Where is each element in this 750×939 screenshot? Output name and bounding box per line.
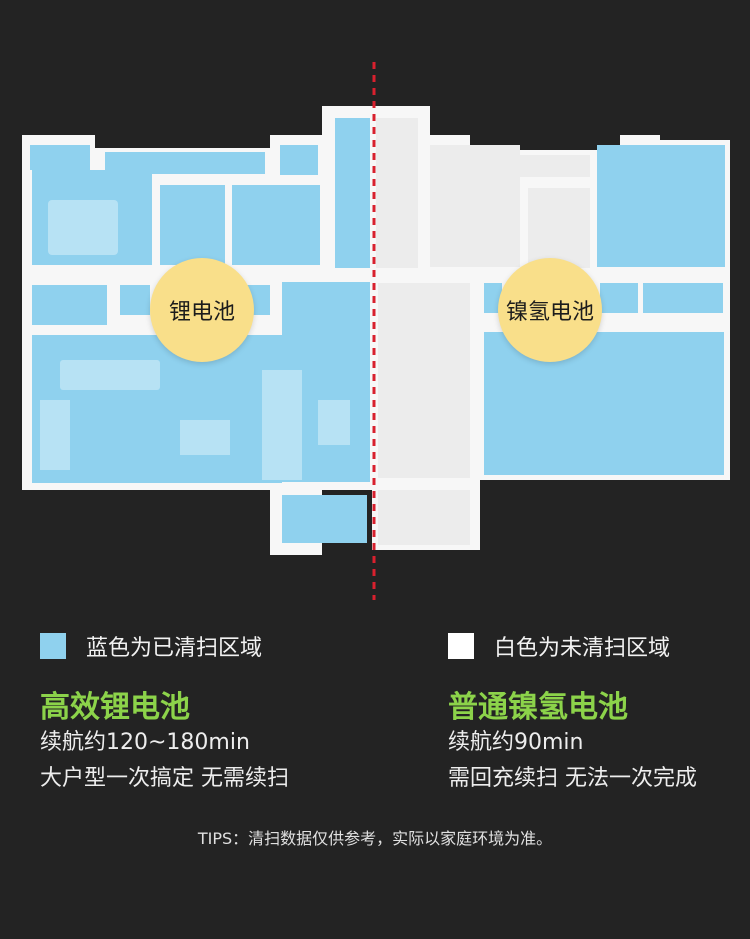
legend-cleaned-swatch: [40, 633, 66, 659]
nimh-battery-badge: 镍氢电池: [498, 258, 602, 362]
room-right-top: [597, 145, 725, 267]
dining-table: [318, 400, 350, 445]
legend-cleaned: 蓝色为已清扫区域: [40, 630, 262, 662]
sofa: [60, 360, 160, 390]
room-right-bath: [528, 188, 590, 268]
floor-plan-svg: [22, 62, 730, 600]
room-right-bottom: [378, 490, 470, 545]
counter: [262, 370, 302, 480]
room-balcony: [282, 495, 367, 543]
room-living: [32, 335, 282, 483]
room-right-closet-3: [643, 283, 723, 313]
uncleaned-rooms: [376, 118, 590, 545]
room-right-strip: [480, 155, 590, 177]
room-right-closet-2: [600, 283, 638, 313]
legend-uncleaned-label: 白色为未清扫区域: [494, 636, 671, 661]
room-closet-2: [120, 285, 150, 315]
legend-cleaned-label: 蓝色为已清扫区域: [86, 636, 263, 661]
tips-note: TIPS：清扫数据仅供参考，实际以家庭环境为准。: [197, 829, 553, 848]
room-bath-2: [232, 185, 320, 265]
nimh-line-2: 需回充续扫 无法一次完成: [448, 766, 697, 791]
cleaned-rooms-right: [484, 145, 725, 475]
nimh-line-1: 续航约90min: [448, 730, 584, 755]
lithium-battery-badge: 锂电池: [150, 258, 254, 362]
room-right-closet-1: [484, 283, 502, 313]
room-top-right: [280, 145, 318, 175]
bed: [48, 200, 118, 255]
lithium-title: 高效锂电池: [40, 690, 190, 725]
room-corridor-vertical: [335, 118, 370, 268]
legend-uncleaned-swatch: [448, 633, 474, 659]
room-closet-1: [32, 285, 107, 325]
nimh-title: 普通镍氢电池: [448, 690, 628, 725]
lithium-line-2: 大户型一次搞定 无需续扫: [40, 766, 289, 791]
furniture: [40, 200, 350, 480]
lithium-line-1: 续航约120~180min: [40, 730, 250, 755]
room-right-corridor: [376, 118, 418, 268]
room-top-strip: [105, 152, 265, 174]
shelf: [40, 400, 70, 470]
room-top-left: [30, 145, 90, 170]
room-right-mid: [378, 283, 470, 478]
room-bath-1: [160, 185, 225, 265]
room-right-living: [484, 332, 724, 475]
legend-uncleaned: 白色为未清扫区域: [448, 630, 670, 662]
table: [180, 420, 230, 455]
floor-plan-illustration: 锂电池 镍氢电池: [22, 62, 730, 600]
